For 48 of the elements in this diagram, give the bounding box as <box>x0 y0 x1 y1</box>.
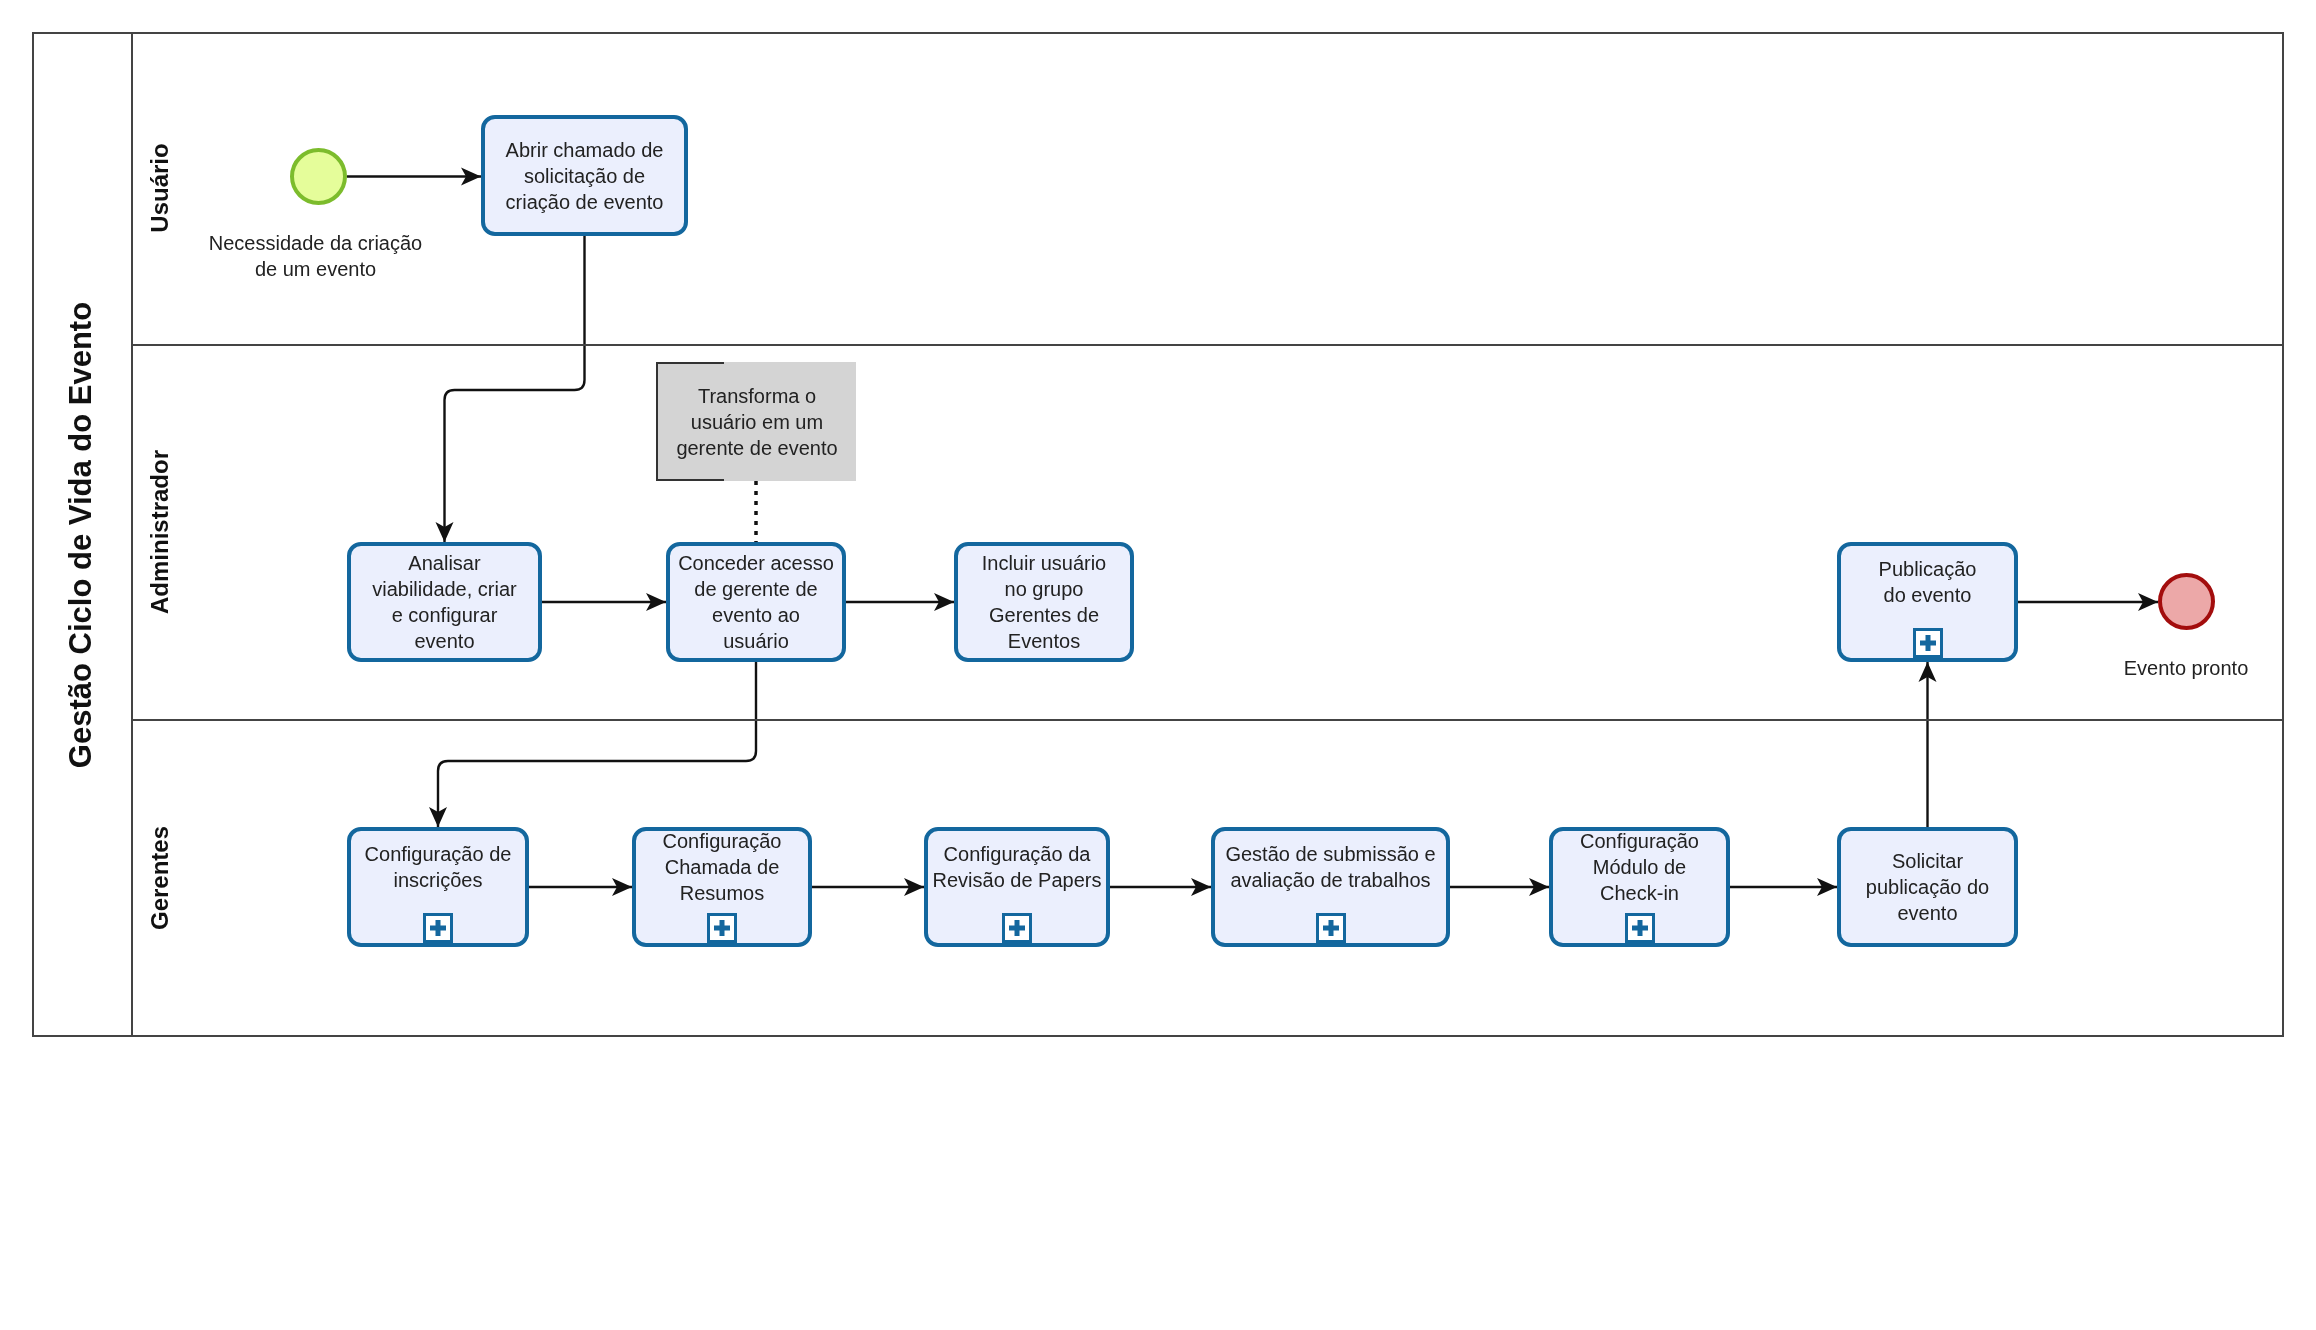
pool <box>32 32 2284 1037</box>
sequence-flow-arrow <box>529 878 632 896</box>
subprocess-box <box>347 827 529 947</box>
task-label: Solicitar publicação do evento <box>1864 849 1991 926</box>
task-label: Configuração de inscrições <box>363 842 513 893</box>
task-label: Publicação do evento <box>1877 557 1978 608</box>
subprocess-box <box>1549 827 1730 947</box>
lane-label: Gerentes <box>146 825 174 931</box>
task-label: Analisar viabilidade, criar e configurar evento <box>371 551 518 654</box>
task-label: Gestão de submissão e avaliação de trabalhos <box>1224 842 1437 893</box>
sequence-flow-arrow <box>812 878 924 896</box>
sequence-flow-arrow <box>1110 878 1211 896</box>
task-box <box>1837 827 2018 947</box>
sequence-flow-arrow <box>2018 593 2158 611</box>
lane-label: Usuário <box>146 143 174 233</box>
task-label: Configuração Módulo de Check-in <box>1579 829 1700 906</box>
task-box <box>347 542 542 662</box>
annotation-text: Transforma o usuário em um gerente de evento <box>675 383 839 461</box>
lane-label: Administrador <box>146 449 174 614</box>
task-box <box>954 542 1134 662</box>
end-event-circle <box>2158 573 2215 630</box>
swimlane <box>131 344 2284 719</box>
sequence-flow-arrow <box>435 236 586 542</box>
sequence-flow-arrow <box>347 167 481 186</box>
event-label: Evento pronto <box>2122 656 2250 681</box>
task-label: Abrir chamado de solicitação de criação de evento <box>504 137 665 215</box>
swimlane <box>131 719 2284 1037</box>
task-box <box>481 115 688 236</box>
task-box <box>666 542 846 662</box>
task-label: Configuração da Revisão de Papers <box>931 842 1103 893</box>
dotted-association-line <box>754 481 758 542</box>
subprocess-box <box>1837 542 2018 662</box>
sequence-flow-arrow <box>1450 878 1549 896</box>
subprocess-box <box>1211 827 1450 947</box>
subprocess-box <box>924 827 1110 947</box>
sequence-flow-arrow <box>429 662 758 827</box>
sequence-flow-arrow <box>846 593 954 611</box>
task-label: Incluir usuário no grupo Gerentes de Eventos <box>980 551 1108 654</box>
text-annotation <box>656 362 856 481</box>
sequence-flow-arrow <box>542 593 666 611</box>
event-label: Necessidade da criação de um evento <box>207 231 424 282</box>
task-label: Conceder acesso de gerente de evento ao usuário <box>677 551 835 654</box>
pool-title: Gestão Ciclo de Vida do Evento <box>63 301 99 768</box>
start-event-circle <box>290 148 347 205</box>
sequence-flow-arrow <box>1730 878 1837 896</box>
task-label: Configuração Chamada de Resumos <box>661 829 783 906</box>
subprocess-box <box>632 827 812 947</box>
sequence-flow-arrow <box>1918 662 1937 827</box>
